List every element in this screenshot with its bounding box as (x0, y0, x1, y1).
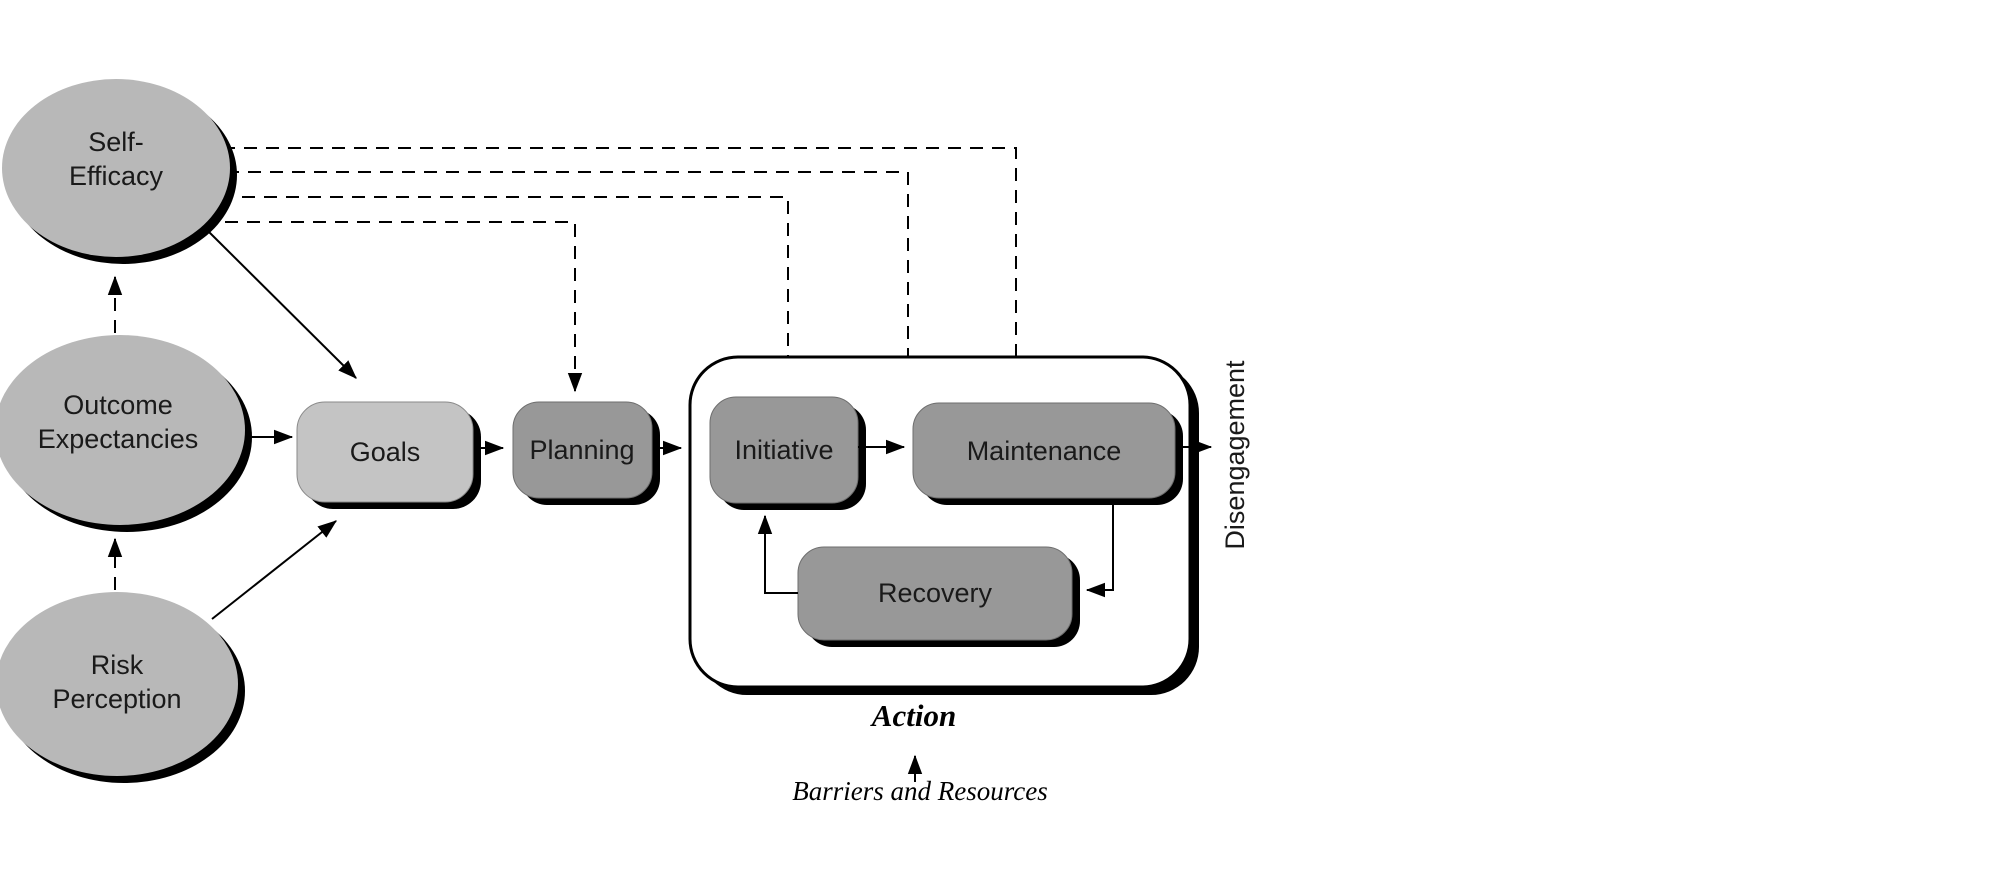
barriers-resources-label: Barriers and Resources (792, 776, 1047, 806)
node-self-efficacy: Self- Efficacy (2, 79, 237, 264)
node-initiative: Initiative (709, 396, 866, 510)
self-efficacy-label-line1: Self- (88, 127, 144, 157)
node-recovery: Recovery (797, 546, 1080, 647)
planning-label: Planning (529, 435, 634, 465)
arrow-se-to-goals (206, 229, 357, 379)
outcome-expectancies-ellipse (0, 335, 245, 525)
dashed-arrow-se-to-initiative (220, 196, 796, 388)
planning-box (512, 401, 653, 499)
outcome-expectancies-label-line2: Expectancies (38, 424, 199, 454)
dashed-arrow-se-to-recovery (226, 171, 916, 536)
node-goals: Goals (296, 401, 481, 509)
node-planning: Planning (512, 401, 660, 505)
dashed-arrow-se-to-planning (203, 221, 583, 393)
goals-label: Goals (350, 437, 421, 467)
node-risk-perception: Risk Perception (0, 592, 245, 783)
self-efficacy-ellipse (2, 79, 230, 257)
maintenance-label: Maintenance (967, 436, 1122, 466)
arrow-recovery-to-initiative (757, 514, 798, 594)
node-outcome-expectancies: Outcome Expectancies (0, 335, 252, 532)
arrow-maintenance-to-recovery (1085, 500, 1114, 598)
outcome-expectancies-label-line1: Outcome (63, 390, 173, 420)
dashed-arrow-se-to-maintenance (222, 147, 1024, 392)
recovery-label: Recovery (878, 578, 993, 608)
self-efficacy-label-line2: Efficacy (69, 161, 164, 191)
disengagement-label: Disengagement (1220, 360, 1250, 550)
risk-perception-label-line2: Perception (52, 684, 181, 714)
goals-box (296, 401, 474, 503)
maintenance-box (912, 402, 1176, 499)
risk-perception-label-line1: Risk (91, 650, 144, 680)
initiative-label: Initiative (734, 435, 833, 465)
initiative-box (709, 396, 859, 504)
node-maintenance: Maintenance (912, 402, 1183, 505)
arrow-rp-to-goals (211, 520, 337, 620)
action-label: Action (870, 698, 956, 733)
risk-perception-ellipse (0, 592, 238, 776)
